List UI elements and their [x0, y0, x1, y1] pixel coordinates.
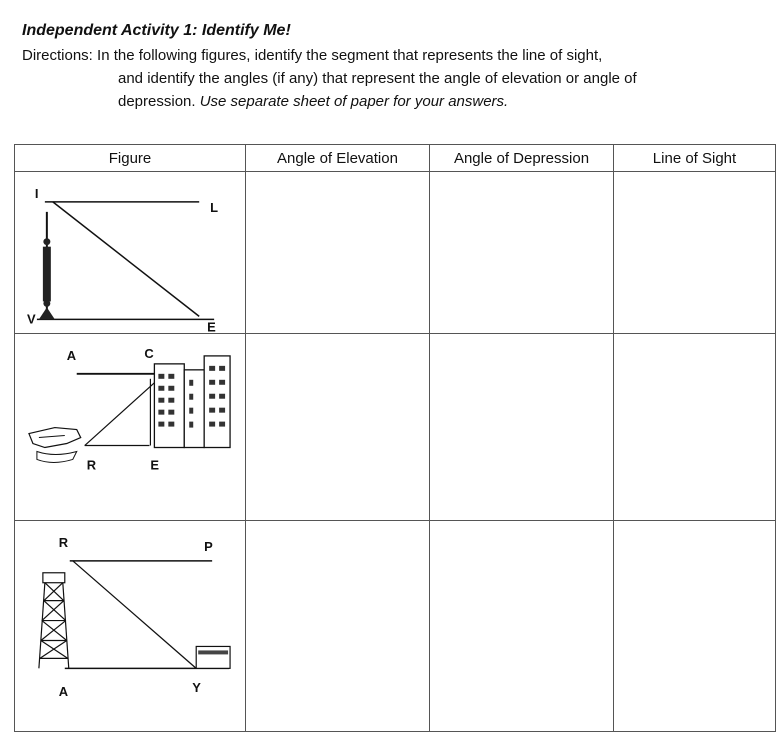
lighthouse-figure: R P A Y — [38, 535, 231, 700]
tower-figure: I L V E — [27, 186, 218, 333]
tower-top-sphere — [43, 238, 51, 246]
header-line-of-sight: Line of Sight — [613, 144, 776, 172]
label-bottom-left: R — [87, 458, 97, 473]
label-top-right: P — [204, 539, 213, 554]
small-building — [195, 646, 231, 670]
line-of-sight-diagonal — [84, 373, 165, 447]
tower-lower-sphere — [43, 299, 51, 307]
figure-cell-1: I L V E — [14, 170, 246, 335]
plane-detail — [38, 435, 65, 439]
directions-line-3-italic: Use separate sheet of paper for your ans… — [199, 93, 509, 110]
table-row: I L V E — [14, 170, 776, 335]
label-bottom-right: Y — [192, 681, 201, 696]
label-top-left: I — [35, 186, 39, 201]
label-top-left: R — [59, 535, 69, 550]
directions-line-2: and identify the angles (if any) that re… — [118, 70, 637, 87]
line-of-sight-diagonal — [72, 560, 197, 670]
buildings-figure: A C R E — [28, 346, 231, 473]
answer-cell-elevation-3 — [245, 520, 430, 732]
header-angle-of-depression: Angle of Depression — [429, 144, 614, 172]
label-bottom-left: V — [27, 311, 36, 326]
answer-table: Figure Angle of Elevation Angle of Depre… — [14, 144, 776, 732]
label-bottom-right: E — [150, 458, 159, 473]
label-bottom-left: A — [59, 685, 68, 700]
plane-body — [28, 427, 82, 449]
answer-cell-line-of-sight-2 — [613, 333, 776, 522]
table-row: R P A Y — [14, 520, 776, 732]
directions-line-3: depression. Use separate sheet of paper … — [118, 93, 508, 110]
figure-cell-3: R P A Y — [14, 520, 246, 732]
buildings — [153, 355, 231, 449]
label-top-right: L — [210, 200, 218, 215]
directions-line-3-normal: depression. — [118, 93, 200, 110]
directions-line-1: Directions: In the following figures, id… — [22, 47, 603, 64]
label-top-right: C — [144, 346, 153, 361]
answer-cell-elevation-2 — [245, 333, 430, 522]
answer-cell-line-of-sight-3 — [613, 520, 776, 732]
figure-cell-2: A C R E — [14, 333, 246, 522]
tower-body — [42, 246, 51, 302]
answer-cell-elevation-1 — [245, 170, 430, 335]
tower-base — [38, 307, 55, 320]
answer-cell-depression-1 — [429, 170, 614, 335]
answer-cell-depression-2 — [429, 333, 614, 522]
plane-base — [36, 451, 78, 464]
label-bottom-right: E — [207, 319, 216, 333]
activity-title: Independent Activity 1: Identify Me! — [22, 22, 291, 39]
header-figure: Figure — [14, 144, 246, 172]
lattice-tower — [38, 572, 70, 669]
answer-cell-depression-3 — [429, 520, 614, 732]
table-row: A C R E — [14, 333, 776, 522]
label-top-left: A — [67, 348, 76, 363]
header-angle-of-elevation: Angle of Elevation — [245, 144, 430, 172]
table-header-row: Figure Angle of Elevation Angle of Depre… — [14, 144, 776, 172]
answer-cell-line-of-sight-1 — [613, 170, 776, 335]
line-of-sight-diagonal — [52, 201, 200, 317]
